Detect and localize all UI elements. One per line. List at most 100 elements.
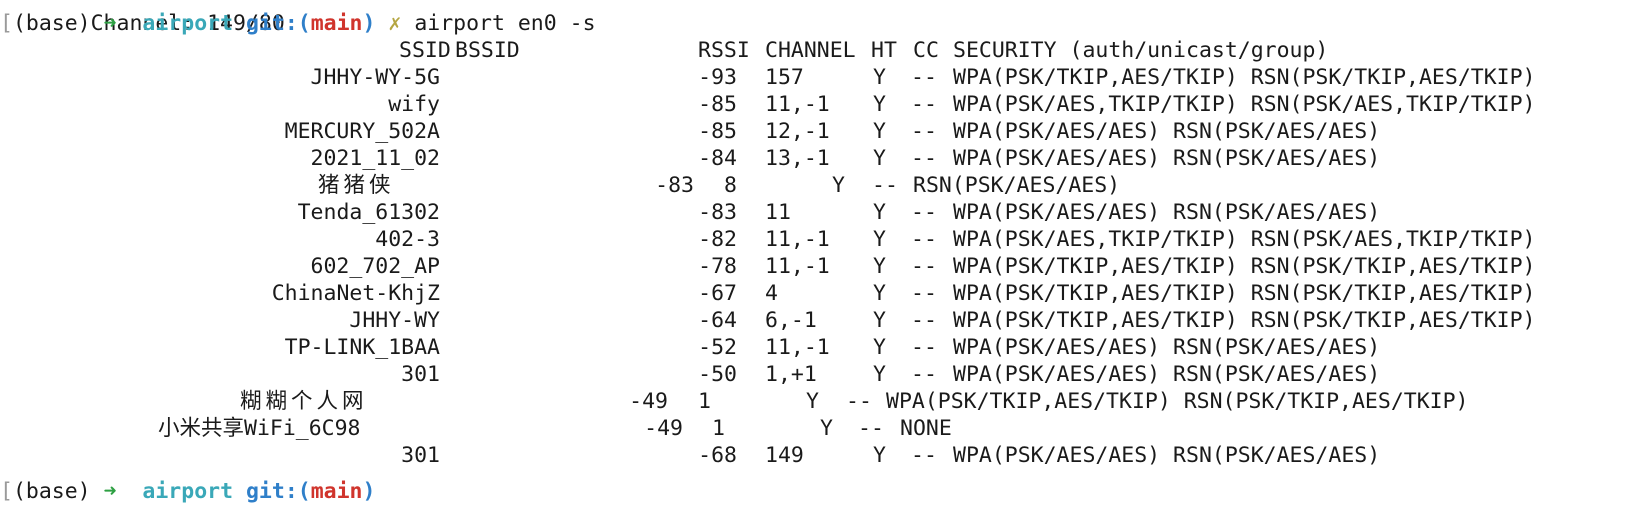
row-channel: 1	[698, 389, 711, 414]
table-row: TP-LINK_1BAA -52 11,-1 Y -- WPA(PSK/AES/…	[0, 334, 1630, 361]
row-security: WPA(PSK/TKIP,AES/TKIP) RSN(PSK/TKIP,AES/…	[953, 308, 1536, 333]
header-security: SECURITY (auth/unicast/group)	[953, 38, 1329, 63]
row-cc: --	[911, 200, 937, 225]
table-row: 猪猪侠 -83 8 Y -- RSN(PSK/AES/AES)	[0, 172, 1630, 199]
table-row: ChinaNet-KhjZ -67 4 Y -- WPA(PSK/TKIP,AE…	[0, 280, 1630, 307]
row-ht: Y	[873, 227, 886, 252]
row-rssi: -50	[698, 362, 737, 387]
row-security: RSN(PSK/AES/AES)	[913, 173, 1121, 198]
row-ssid: JHHY-WY-5G	[310, 65, 440, 90]
row-ht: Y	[873, 281, 886, 306]
row-cc: --	[911, 65, 937, 90]
row-cc: --	[911, 362, 937, 387]
row-ht: Y	[873, 443, 886, 468]
table-row: 402-3 -82 11,-1 Y -- WPA(PSK/AES,TKIP/TK…	[0, 226, 1630, 253]
table-row: 小米共享WiFi_6C98 -49 1 Y -- NONE	[0, 415, 1630, 442]
row-ht: Y	[820, 416, 833, 441]
row-cc: --	[911, 281, 937, 306]
row-cc: --	[911, 443, 937, 468]
prompt-arrow-icon: ➜	[103, 479, 117, 504]
scrollback-bracket: [	[0, 479, 13, 504]
row-ht: Y	[873, 65, 886, 90]
header-rssi: RSSI	[698, 38, 750, 63]
table-row: JHHY-WY-5G -93 157 Y -- WPA(PSK/TKIP,AES…	[0, 64, 1630, 91]
row-ssid: 2021_11_02	[310, 146, 440, 171]
row-channel: 4	[765, 281, 778, 306]
row-ht: Y	[873, 335, 886, 360]
row-rssi: -68	[698, 443, 737, 468]
row-rssi: -83	[655, 173, 694, 198]
prompt-arrow-icon: ➜	[103, 11, 117, 36]
row-channel: 1	[712, 416, 725, 441]
row-ht: Y	[873, 119, 886, 144]
row-rssi: -83	[698, 200, 737, 225]
row-rssi: -85	[698, 119, 737, 144]
row-ht: Y	[832, 173, 845, 198]
row-security: WPA(PSK/TKIP,AES/TKIP) RSN(PSK/TKIP,AES/…	[953, 254, 1536, 279]
table-row: 301 -68 149 Y -- WPA(PSK/AES/AES) RSN(PS…	[0, 442, 1630, 469]
row-security: WPA(PSK/AES/AES) RSN(PSK/AES/AES)	[953, 335, 1381, 360]
row-ssid: 小米共享WiFi_6C98	[158, 416, 361, 441]
command-text: airport en0 -s	[414, 11, 596, 36]
header-bssid: BSSID	[455, 38, 520, 63]
table-row: wify -85 11,-1 Y -- WPA(PSK/AES,TKIP/TKI…	[0, 91, 1630, 118]
row-ssid: wify	[388, 92, 440, 117]
row-channel: 8	[724, 173, 737, 198]
row-cc: --	[911, 92, 937, 117]
previous-output-text: Channel: 149/80	[51, 11, 285, 36]
current-directory: airport	[142, 11, 234, 36]
row-rssi: -64	[698, 308, 737, 333]
row-cc: --	[846, 389, 872, 414]
row-ssid: JHHY-WY	[349, 308, 440, 333]
row-ssid: MERCURY_502A	[284, 119, 440, 144]
row-rssi: -52	[698, 335, 737, 360]
header-cc: CC	[913, 38, 939, 63]
table-row: JHHY-WY -64 6,-1 Y -- WPA(PSK/TKIP,AES/T…	[0, 307, 1630, 334]
git-branch: main	[310, 479, 363, 504]
row-cc: --	[911, 227, 937, 252]
row-ssid: Tenda_61302	[297, 200, 440, 225]
row-security: WPA(PSK/AES,TKIP/TKIP) RSN(PSK/AES,TKIP/…	[953, 227, 1536, 252]
row-rssi: -84	[698, 146, 737, 171]
row-ht: Y	[806, 389, 819, 414]
row-rssi: -93	[698, 65, 737, 90]
row-security: WPA(PSK/TKIP,AES/TKIP) RSN(PSK/TKIP,AES/…	[886, 389, 1469, 414]
row-cc: --	[911, 335, 937, 360]
row-rssi: -82	[698, 227, 737, 252]
row-ht: Y	[873, 362, 886, 387]
row-channel: 13,-1	[765, 146, 830, 171]
row-ht: Y	[873, 92, 886, 117]
row-cc: --	[911, 308, 937, 333]
previous-output-line: Channel: 149/80	[0, 0, 285, 36]
row-ssid: 糊糊个人网	[240, 389, 368, 414]
row-cc: --	[911, 254, 937, 279]
next-prompt-line: [(base) ➜ airport git:(main)	[0, 478, 375, 505]
row-channel: 6,-1	[765, 308, 817, 333]
row-rssi: -85	[698, 92, 737, 117]
row-security: NONE	[900, 416, 952, 441]
row-channel: 11	[765, 200, 791, 225]
header-channel: CHANNEL	[765, 38, 856, 63]
row-security: WPA(PSK/TKIP,AES/TKIP) RSN(PSK/TKIP,AES/…	[953, 65, 1536, 90]
row-channel: 1,+1	[765, 362, 817, 387]
row-channel: 12,-1	[765, 119, 830, 144]
row-rssi: -78	[698, 254, 737, 279]
row-security: WPA(PSK/AES/AES) RSN(PSK/AES/AES)	[953, 200, 1381, 225]
git-label-close: )	[362, 11, 376, 36]
git-branch: main	[310, 11, 363, 36]
row-ht: Y	[873, 200, 886, 225]
row-ssid: 猪猪侠	[318, 173, 395, 198]
row-cc: --	[872, 173, 898, 198]
row-channel: 11,-1	[765, 254, 830, 279]
row-channel: 157	[765, 65, 804, 90]
row-security: WPA(PSK/AES/AES) RSN(PSK/AES/AES)	[953, 362, 1381, 387]
header-ht: HT	[871, 38, 897, 63]
row-channel: 11,-1	[765, 227, 830, 252]
table-row: 糊糊个人网 -49 1 Y -- WPA(PSK/TKIP,AES/TKIP) …	[0, 388, 1630, 415]
row-cc: --	[911, 119, 937, 144]
row-ht: Y	[873, 254, 886, 279]
row-cc: --	[911, 146, 937, 171]
row-ht: Y	[873, 308, 886, 333]
table-row: 301 -50 1,+1 Y -- WPA(PSK/AES/AES) RSN(P…	[0, 361, 1630, 388]
